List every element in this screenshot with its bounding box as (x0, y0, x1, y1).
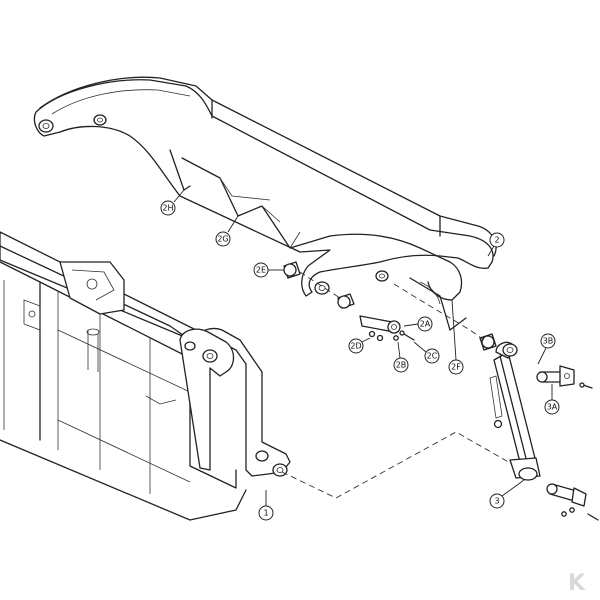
callout-3a: 3A (544, 384, 560, 415)
callout-label: 2D (350, 342, 361, 351)
callout-label: 3A (547, 403, 558, 412)
pin-assembly (283, 261, 415, 342)
callout-2d: 2D (348, 337, 371, 354)
callout-2h: 2H (160, 189, 185, 216)
callout-2g: 2G (215, 215, 239, 247)
callout-label: 2E (256, 266, 266, 275)
frame-carriage (0, 231, 291, 521)
callout-2f: 2F (448, 299, 464, 375)
callout-label: 1 (263, 509, 268, 518)
callout-3b: 3B (537, 333, 556, 365)
callout-label: 3B (543, 337, 554, 346)
callout-2c: 2C (413, 341, 440, 364)
callout-label: 2B (396, 361, 407, 370)
centerlines (281, 271, 513, 499)
callout-label: 2F (451, 363, 461, 372)
callout-label: 2C (427, 352, 438, 361)
hydraulic-cylinder (479, 333, 599, 521)
logo-letter: K (568, 571, 586, 596)
callout-2e: 2E (253, 262, 284, 278)
callout-2: 2 (487, 232, 505, 257)
callout-label: 2G (217, 235, 228, 244)
callout-label: 2A (420, 320, 431, 329)
callout-label: 3 (494, 497, 499, 506)
callout-1: 1 (258, 490, 274, 521)
boom-arm (33, 76, 497, 331)
callout-2a: 2A (403, 316, 433, 332)
brand-logo: K (568, 571, 586, 596)
callout-3: 3 (489, 479, 525, 509)
callout-label: 2H (162, 204, 173, 213)
callout-label: 2 (494, 236, 499, 245)
callout-2b: 2B (393, 341, 409, 373)
